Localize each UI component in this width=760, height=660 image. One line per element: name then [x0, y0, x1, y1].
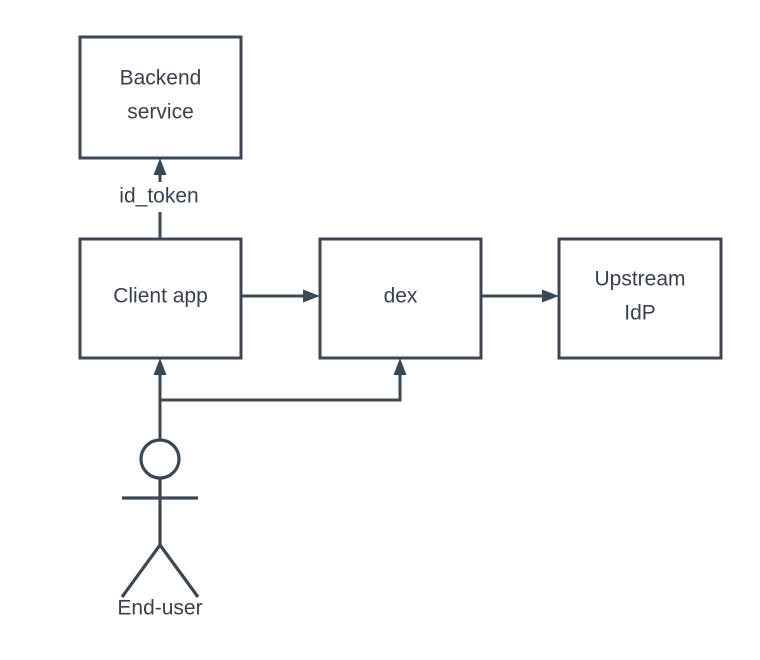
node-client-app[interactable]: Client app	[78, 237, 243, 360]
edge-end-user-to-client-app	[153, 358, 167, 440]
node-dex[interactable]: dex	[318, 237, 483, 360]
edge-client-app-to-dex-arrowhead	[303, 289, 320, 303]
node-backend-service-box[interactable]	[78, 35, 243, 160]
node-upstream-idp-label-line2: IdP	[624, 302, 656, 325]
node-upstream-idp-box[interactable]	[557, 237, 723, 360]
node-dex-label-line1: dex	[384, 285, 418, 308]
actor-leg-right-icon	[158, 544, 200, 598]
node-backend-service-label-line2: service	[127, 101, 194, 124]
node-client-app-box[interactable]	[78, 237, 243, 360]
actor-leg-left-icon	[120, 544, 162, 598]
edge-end-user-to-dex-arrowhead	[393, 358, 407, 375]
edge-end-user-to-client-app-arrowhead	[153, 358, 167, 375]
node-backend-service-label-line1: Backend	[120, 67, 202, 90]
edge-label-id-token-backdrop	[100, 182, 220, 212]
edge-client-app-to-backend-service-arrowhead	[153, 158, 167, 175]
node-client-app-label-line1: Client app	[113, 285, 208, 308]
node-end-user-label: End-user	[117, 597, 202, 620]
node-backend-service[interactable]: Backend service	[78, 35, 243, 160]
node-upstream-idp[interactable]: Upstream IdP	[557, 237, 723, 360]
node-end-user-actor[interactable]: End-user	[117, 438, 203, 620]
edge-label-id-token: id_token	[119, 185, 198, 208]
edge-label-id-token-group: id_token	[100, 182, 220, 212]
node-upstream-idp-label-line1: Upstream	[594, 268, 685, 291]
edge-dex-to-upstream-idp-arrowhead	[542, 289, 559, 303]
edge-end-user-to-dex-line	[160, 372, 402, 402]
node-dex-box[interactable]	[318, 237, 483, 360]
edge-end-user-to-dex	[160, 358, 407, 402]
actor-head-icon	[139, 438, 181, 480]
edge-client-app-to-dex	[241, 289, 320, 303]
edge-dex-to-upstream-idp	[481, 289, 559, 303]
